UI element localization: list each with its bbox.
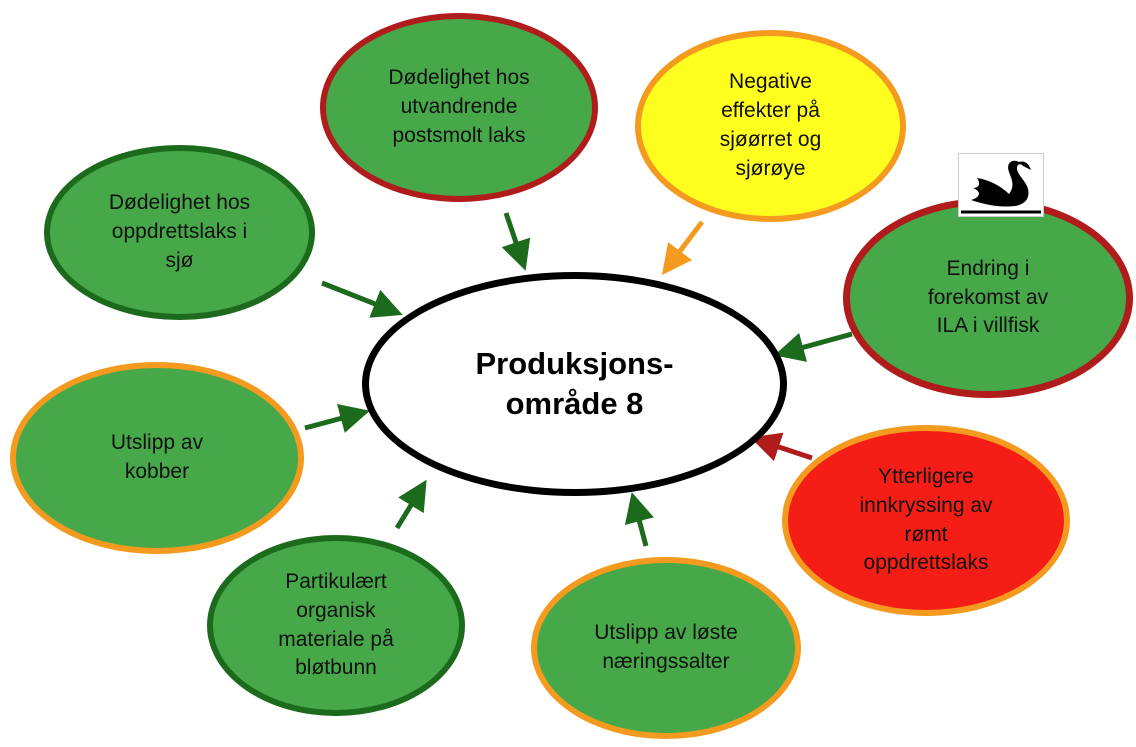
node-label-line: forekomst av [927, 285, 1049, 309]
node-label-line: Endring i [946, 256, 1030, 280]
node-label-line: organisk [296, 598, 376, 622]
node-dodelighet-oppdrettslaks: Dødelighet hos oppdrettslaks i sjø [44, 145, 315, 320]
node-partikulaert-materiale: Partikulært organisk materiale på bløtbu… [207, 535, 465, 716]
node-label-line: innkryssing av [859, 493, 993, 517]
node-label-line: næringssalter [602, 650, 730, 673]
node-label-line: sjø [165, 248, 194, 272]
node-label-line: Partikulært [285, 569, 387, 593]
arrow-negative [661, 220, 704, 275]
node-label-line: Dødelighet hos [388, 66, 530, 90]
node-innkryssing-romt-oppdrettslaks: Ytterligere innkryssing av rømt oppdrett… [782, 425, 1070, 616]
node-label-line: Utslipp av løste [594, 621, 738, 645]
node-negative-effekter: Negative effekter på sjøørret og sjørøye [635, 30, 906, 222]
node-label-line: sjøørret og [719, 128, 822, 151]
node-label-line: Ytterligere [878, 464, 974, 488]
node-label-line: effekter på [721, 99, 820, 123]
node-label-line: oppdrettslaks i [111, 220, 248, 244]
node-utslipp-naeringssalter: Utslipp av løste næringssalter [531, 557, 801, 739]
node-utslipp-kobber: Utslipp av kobber [10, 362, 304, 554]
center-label-line1: Produksjons- [475, 345, 674, 381]
arrow-innkryssing [750, 432, 813, 462]
node-label-line: Dødelighet hos [108, 191, 251, 215]
node-label-line: oppdrettslaks [863, 551, 989, 575]
arrow-kobber [304, 403, 370, 433]
node-dodelighet-postsmolt: Dødelighet hos utvandrende postsmolt lak… [320, 13, 598, 202]
arrow-partikulaert [394, 479, 427, 530]
center-node: Produksjons- område 8 [362, 272, 787, 496]
center-label-line2: område 8 [505, 386, 644, 421]
node-label-line: rømt [904, 522, 948, 546]
node-label-line: Utslipp av [110, 431, 204, 455]
node-label-line: Negative [729, 70, 812, 94]
node-label-line: kobber [124, 460, 190, 483]
black-swan-icon [958, 153, 1044, 217]
arrow-dod-oppdrett [321, 280, 403, 318]
arrow-dod-postsmolt [501, 212, 531, 271]
arrow-naering [624, 492, 654, 547]
node-label-line: sjørøye [735, 156, 806, 180]
node-label-line: materiale på [278, 627, 394, 651]
node-ila-villfisk: Endring i forekomst av ILA i villfisk [843, 198, 1133, 398]
node-label-line: bløtbunn [295, 656, 377, 680]
node-label-line: postsmolt laks [392, 123, 526, 147]
arrow-ila [774, 331, 853, 362]
node-label-line: ILA i villfisk [936, 314, 1040, 338]
node-label-line: utvandrende [400, 95, 518, 119]
